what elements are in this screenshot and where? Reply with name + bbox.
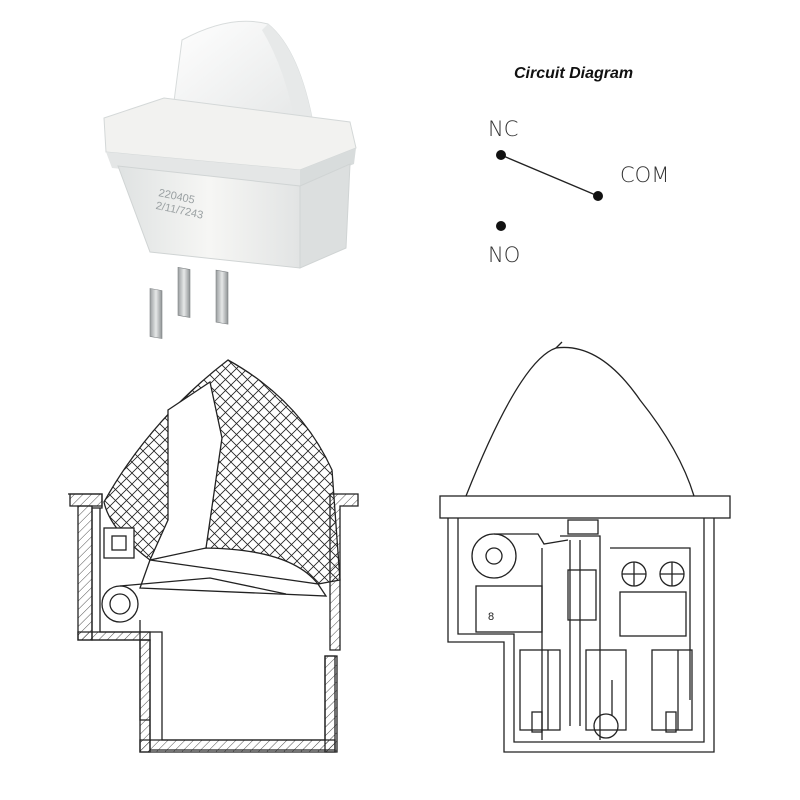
internal-mechanism-drawing: 8	[439, 341, 731, 753]
return-spring	[101, 585, 139, 623]
rocker-dome	[465, 346, 695, 497]
nc-terminal-dot	[496, 150, 506, 160]
circuit-title: Circuit Diagram	[514, 65, 633, 82]
com-terminal-dot	[593, 191, 603, 201]
nc-label: NC	[488, 117, 518, 141]
terminal-pins	[149, 267, 229, 339]
switch-contact-line	[500, 154, 599, 197]
com-label: COM	[620, 163, 669, 187]
side-section-drawing	[68, 359, 359, 753]
no-label: NO	[488, 243, 520, 267]
part-number-label: 8	[488, 611, 494, 623]
circuit-diagram: Circuit Diagram NC COM NO	[488, 65, 669, 267]
pivot-disc	[471, 533, 517, 579]
housing-body	[447, 518, 715, 753]
top-flange	[439, 495, 731, 519]
no-terminal-dot	[496, 221, 506, 231]
rocker-cross-section	[103, 359, 341, 585]
product-photo: 220405 2/11/7243	[103, 20, 357, 339]
pivot-pin	[103, 527, 135, 559]
lever-arm	[148, 380, 223, 561]
